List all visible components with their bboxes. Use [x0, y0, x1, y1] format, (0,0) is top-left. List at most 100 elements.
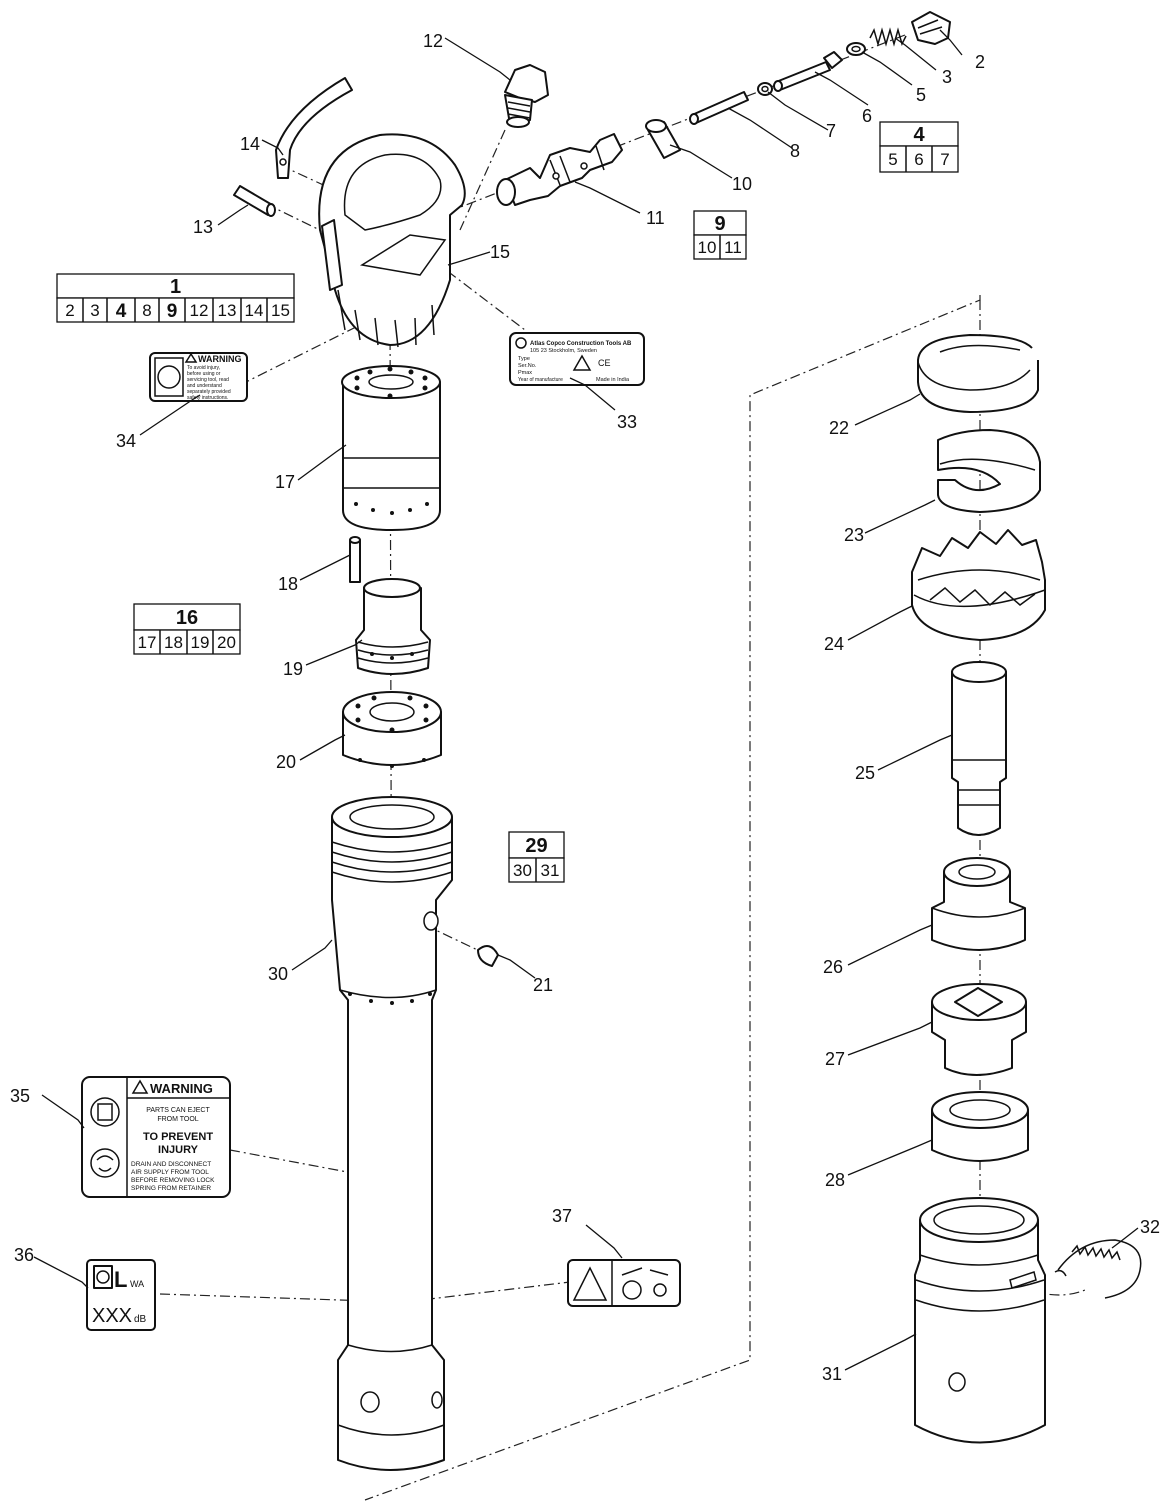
- callout-19: 19: [283, 659, 303, 679]
- nameplate-line-3: Type: [518, 356, 530, 362]
- callout-24: 24: [824, 634, 844, 654]
- warning-large-head-1: TO PREVENT: [143, 1131, 213, 1143]
- eye-protection-icon: [90, 1148, 120, 1178]
- nameplate-line-6: Year of manufacture: [518, 377, 563, 383]
- kit-1-cell: 15: [271, 301, 290, 320]
- part-17-cylinder: [341, 365, 441, 531]
- warning-small-line-3: servicing tool, read: [187, 377, 229, 383]
- kit-4-heading: 4: [913, 124, 925, 146]
- part-19-piston: [355, 578, 431, 675]
- part-11-valve-body: [496, 133, 623, 206]
- kit-16-cell: 18: [164, 633, 183, 652]
- callout-14: 14: [240, 134, 260, 154]
- part-24-ratchet-ring: [911, 529, 1046, 641]
- part-6-valve-stem: [773, 51, 843, 92]
- kit-9-cell: 10: [698, 238, 717, 257]
- callout-6: 6: [862, 106, 872, 126]
- part-27-square-bushing: [931, 983, 1027, 1076]
- kit-9-cell: 11: [724, 238, 742, 257]
- callout-15: 15: [490, 242, 510, 262]
- kit-1-cell: 4: [116, 301, 127, 322]
- warning-small-line-5: separately provided: [187, 389, 231, 395]
- part-21-plug: [477, 945, 499, 967]
- part-3-spring: [869, 27, 907, 47]
- warning-large-line-1: PARTS CAN EJECT: [146, 1107, 210, 1114]
- label-33-nameplate: Atlas Copco Construction Tools AB 105 23…: [509, 332, 645, 386]
- part-25-tool-shank: [951, 661, 1007, 836]
- kit-box-4: 4 5 6 7: [879, 121, 959, 173]
- kit-9-heading: 9: [714, 213, 725, 235]
- kit-box-9: 9 10 11: [693, 210, 747, 260]
- warning-large-body-4: SPRING FROM RETAINER: [131, 1185, 211, 1192]
- callout-22: 22: [829, 418, 849, 438]
- gloves-icon: [653, 1283, 667, 1297]
- callout-32: 32: [1140, 1217, 1160, 1237]
- label-37-symbols-decal: [567, 1259, 681, 1307]
- part-22-ring: [917, 334, 1039, 413]
- kit-16-heading: 16: [176, 607, 198, 629]
- warning-small-line-1: To avoid injury,: [187, 365, 220, 371]
- kit-1-cell: 8: [142, 301, 151, 320]
- nameplate-line-5: Pmax: [518, 370, 532, 376]
- nameplate-line-4: Ser.No.: [518, 363, 537, 369]
- part-23-ring: [937, 429, 1041, 513]
- warning-triangle-icon: [572, 354, 592, 371]
- callout-26: 26: [823, 957, 843, 977]
- callout-36: 36: [14, 1245, 34, 1265]
- kit-box-1: 1 2 3 4 8 9 12 13 14 15: [56, 273, 295, 323]
- part-15-handle-body: [318, 133, 466, 348]
- warning-large-body-1: DRAIN AND DISCONNECT: [131, 1161, 211, 1168]
- part-8-rod: [689, 91, 749, 125]
- callout-3: 3: [942, 67, 952, 87]
- part-30-barrel: [331, 796, 453, 1471]
- kit-29-heading: 29: [525, 835, 547, 857]
- warning-large-body-2: AIR SUPPLY FROM TOOL: [131, 1169, 209, 1176]
- part-26-bushing: [931, 857, 1026, 951]
- warning-small-line-2: before using or: [187, 371, 221, 377]
- kit-29-cell: 31: [541, 861, 560, 880]
- part-20-front-head: [342, 691, 442, 768]
- nameplate-line-2: 105 23 Stockholm, Sweden: [530, 348, 597, 354]
- callout-37: 37: [552, 1206, 572, 1226]
- noise-unit: dB: [134, 1314, 147, 1325]
- kit-16-cell: 20: [217, 633, 236, 652]
- kit-1-cell: 12: [190, 301, 209, 320]
- kit-1-cell: 2: [65, 301, 74, 320]
- callout-25: 25: [855, 763, 875, 783]
- part-32-spring-clip: [1054, 1239, 1142, 1299]
- noise-value: XXX: [92, 1305, 132, 1327]
- callout-33: 33: [617, 412, 637, 432]
- part-14-throttle-lever: [275, 77, 353, 179]
- read-manual-icon: [90, 1097, 120, 1127]
- label-35-warning-decal: WARNING PARTS CAN EJECT FROM TOOL TO PRE…: [81, 1076, 231, 1198]
- kit-box-16: 16 17 18 19 20: [133, 603, 241, 655]
- part-10-sleeve: [645, 119, 681, 159]
- callout-34: 34: [116, 431, 136, 451]
- part-2-plug: [911, 11, 951, 45]
- ce-mark-icon: CE: [598, 358, 611, 368]
- tool-icon: [621, 1267, 669, 1276]
- kit-1-cell: 3: [90, 301, 99, 320]
- callout-8: 8: [790, 141, 800, 161]
- warning-large-title: WARNING: [150, 1081, 213, 1096]
- label-34-warning-decal: WARNING To avoid injury, before using or…: [149, 352, 248, 402]
- callout-27: 27: [825, 1049, 845, 1069]
- nameplate-line-1: Atlas Copco Construction Tools AB: [530, 341, 632, 347]
- part-12-nipple: [504, 64, 549, 128]
- callout-numbers: 2 3 5 6 7 8 10 11 12 13 14 15 17 18 19 2…: [10, 31, 1160, 1384]
- kit-16-cell: 19: [191, 633, 210, 652]
- part-13-pin: [233, 185, 276, 217]
- warning-triangle-icon: [184, 352, 198, 363]
- label-36-noise-decal: L WA XXX dB: [86, 1259, 156, 1331]
- kit-box-29: 29 30 31: [508, 831, 565, 883]
- warning-large-body-3: BEFORE REMOVING LOCK: [131, 1177, 215, 1184]
- kit-16-cell: 17: [138, 633, 157, 652]
- part-18-pin: [349, 536, 361, 583]
- callout-7: 7: [826, 121, 836, 141]
- kit-4-cell: 5: [888, 150, 897, 169]
- callout-10: 10: [732, 174, 752, 194]
- callout-5: 5: [916, 85, 926, 105]
- kit-1-cell: 13: [218, 301, 237, 320]
